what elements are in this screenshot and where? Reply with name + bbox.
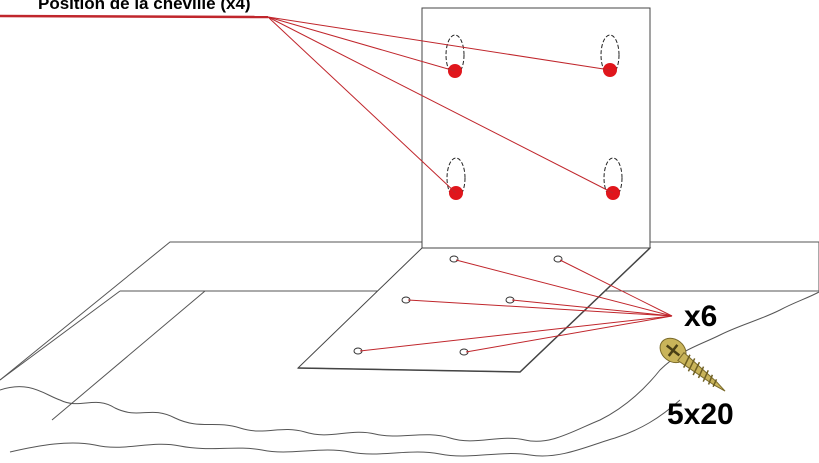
- anchor-label: Position de la cheville (x4): [38, 0, 251, 13]
- beam-left-corner: [0, 290, 121, 381]
- screw-hole: [553, 255, 563, 263]
- screw-leader-line: [465, 315, 673, 353]
- screw-leader-line: [559, 259, 673, 317]
- screw-threads: [683, 354, 718, 388]
- anchor-label-group: Position de la cheville (x4): [0, 0, 269, 19]
- leader-line: [267, 16, 457, 194]
- vertical-plate: [421, 7, 651, 249]
- screw-size-label: 5x20: [667, 398, 734, 431]
- screw-leader-line: [407, 299, 673, 317]
- screw-leader-line: [359, 315, 673, 352]
- anchor-label-underline: [0, 14, 269, 19]
- leader-line: [267, 16, 614, 194]
- slot-hole: [603, 157, 623, 199]
- leader-line: [267, 16, 456, 72]
- screw-quantity-label: x6: [684, 300, 717, 333]
- bracket-horizontal-leg: [296, 247, 652, 373]
- wood-screw-icon: [659, 337, 726, 392]
- screw-hole: [449, 255, 459, 263]
- horizontal-plate: [296, 247, 652, 373]
- torn-edge-front: [9, 399, 681, 457]
- slot-hole: [445, 34, 465, 76]
- slotted-holes: [445, 34, 623, 199]
- torn-edge-bottom: [0, 291, 819, 442]
- screw-shank: [677, 351, 726, 392]
- slot-hole: [600, 34, 620, 76]
- screw-holes: [353, 255, 563, 356]
- screw-leader-line: [511, 299, 673, 317]
- bracket-vertical-leg: [421, 7, 651, 257]
- anchor-leader-lines: [267, 16, 614, 194]
- slot-hole: [446, 157, 466, 199]
- screw-phillips-slot: [665, 344, 681, 357]
- screw-leader-line: [455, 259, 673, 317]
- beam-inner-left: [51, 290, 206, 421]
- screw-leader-lines: [359, 259, 673, 353]
- leader-line: [267, 16, 611, 71]
- plate-thickness-edge: [297, 247, 651, 373]
